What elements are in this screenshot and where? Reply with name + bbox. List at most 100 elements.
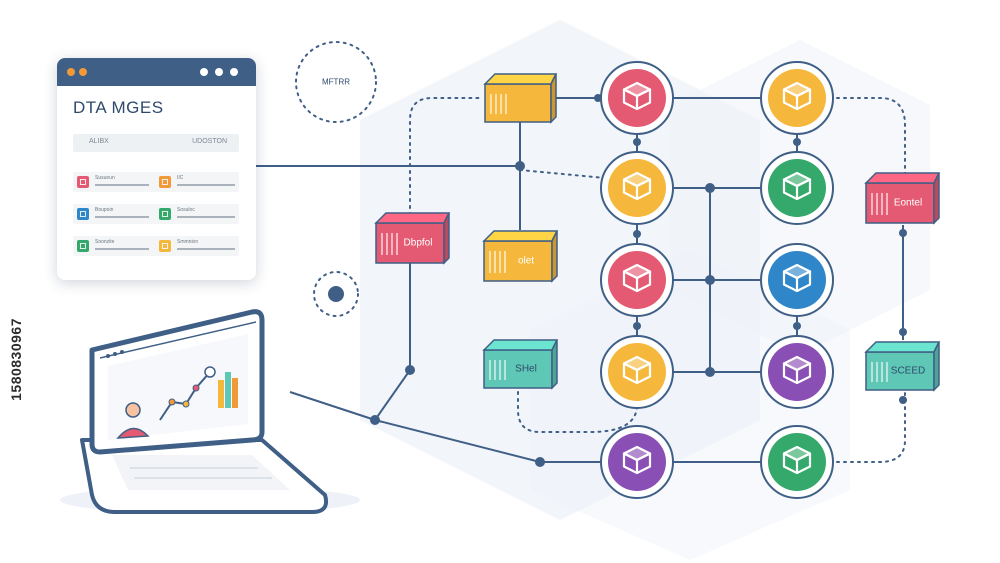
chart-point: [192, 384, 200, 392]
box-label: olet: [517, 255, 535, 267]
box-label: SCEED: [890, 365, 926, 377]
junction-dot: [705, 183, 715, 193]
badge-small-dot: [328, 286, 344, 302]
row-icon: [77, 176, 89, 188]
dotted-hub-node2: [519, 169, 606, 179]
box-top: [864, 172, 941, 184]
junction-dot: [705, 275, 715, 285]
junction-dot: [633, 138, 641, 146]
network-node: [760, 425, 834, 499]
laptop-screen-dot: [113, 352, 117, 356]
box-top: [482, 230, 559, 242]
badge-circle: [306, 52, 366, 112]
network-node: [600, 151, 674, 225]
box-side: [933, 172, 940, 225]
junction-dot: [370, 415, 380, 425]
network-node: [600, 335, 674, 409]
box-top: [374, 212, 451, 224]
person-avatar-icon: [116, 402, 150, 439]
box-side: [933, 341, 940, 392]
row-icon: [159, 240, 171, 252]
row-label: IIC: [177, 175, 184, 181]
box-side: [551, 230, 558, 283]
cube-icon: [782, 263, 812, 293]
watermark-id: 1580830967: [8, 318, 24, 401]
chart-point: [204, 366, 216, 378]
row-icon: [77, 240, 89, 252]
row-label: Boupoin: [95, 207, 114, 213]
network-node: [760, 335, 834, 409]
dotted-ring-badge: [295, 41, 377, 123]
chart-bar: [218, 380, 224, 408]
browser-titlebar: [57, 58, 256, 86]
network-node: [760, 151, 834, 225]
window-control-dot: [230, 68, 238, 76]
window-control-dot: [200, 68, 208, 76]
chart-bar: [225, 372, 231, 408]
box-front: [484, 83, 552, 123]
cube-icon: [622, 445, 652, 475]
laptop-screen-dot: [106, 354, 110, 358]
row-placeholder-line: [177, 184, 235, 186]
cube-icon: [782, 445, 812, 475]
box-orange-mid: [482, 230, 559, 283]
boxes-layer: [374, 73, 941, 392]
cube-icon: [622, 81, 652, 111]
badge-label: MFTRR: [322, 77, 350, 87]
box-label: Eontel: [893, 197, 923, 209]
junction-dot: [899, 229, 907, 237]
window-control-dot: [79, 68, 87, 76]
box-top-orange: [483, 73, 558, 124]
chart-point: [182, 400, 190, 408]
row-icon: [159, 208, 171, 220]
junction-dot: [633, 322, 641, 330]
dotted-node10-right: [829, 391, 906, 463]
row-icon: [77, 208, 89, 220]
row-placeholder-line: [177, 248, 235, 250]
box-red-right: [864, 172, 941, 225]
window-control-dot: [67, 68, 75, 76]
junction-dot: [535, 457, 545, 467]
box-teal-right: [864, 341, 941, 392]
network-node: [760, 243, 834, 317]
network-node: [760, 61, 834, 135]
chart-bar: [232, 378, 238, 408]
junction-dot: [899, 396, 907, 404]
junction-dot: [633, 230, 641, 238]
cube-icon: [782, 81, 812, 111]
cube-icon: [622, 355, 652, 385]
strip-right-label: UDOSTON: [192, 138, 227, 145]
box-label: SHel: [515, 363, 537, 375]
junction-dot: [515, 161, 525, 171]
row-label: Sosuloc: [177, 207, 195, 213]
junction-dot: [705, 367, 715, 377]
box-side: [550, 73, 557, 124]
box-top: [482, 339, 559, 351]
browser-header-strip: ALIBX UDOSTON: [73, 134, 239, 152]
box-teal-left: [482, 339, 559, 390]
dotted-top-left: [409, 97, 484, 216]
box-top: [864, 341, 941, 353]
chart-point: [168, 398, 176, 406]
box-side: [551, 339, 558, 390]
list-item: Boupoin Sosuloc: [73, 204, 239, 224]
network-node: [600, 243, 674, 317]
browser-heading: DTA MGES: [73, 98, 164, 117]
junction-dot: [793, 138, 801, 146]
cube-icon: [622, 171, 652, 201]
cube-icon: [782, 355, 812, 385]
box-label: Dbpfol: [403, 237, 433, 249]
row-placeholder-line: [95, 184, 149, 186]
junction-dot: [899, 328, 907, 336]
row-placeholder-line: [177, 216, 235, 218]
dotted-teal-left: [517, 384, 638, 433]
box-side: [443, 212, 450, 265]
box-top: [483, 73, 558, 85]
nodes-layer: [600, 61, 834, 499]
laptop: [60, 309, 360, 514]
